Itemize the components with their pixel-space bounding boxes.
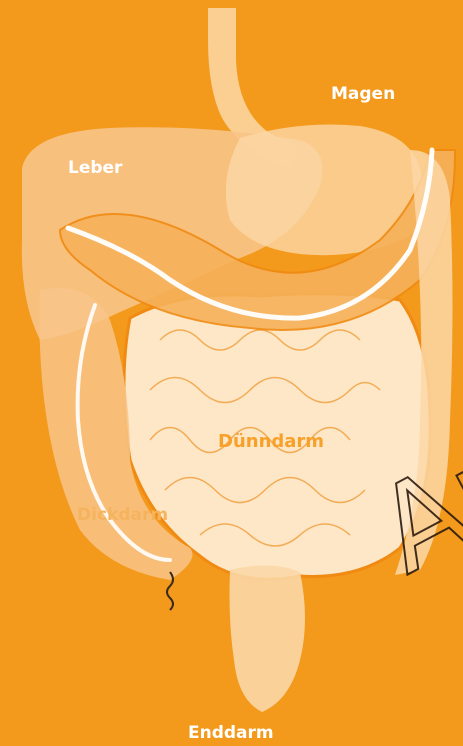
label-large-intestine: Dickdarm [77,505,168,525]
label-stomach: Magen [331,84,395,104]
label-rectum: Enddarm [188,723,274,743]
label-small-intestine: Dünndarm [218,431,324,452]
rectum-shape [230,565,306,712]
label-liver: Leber [68,158,122,178]
